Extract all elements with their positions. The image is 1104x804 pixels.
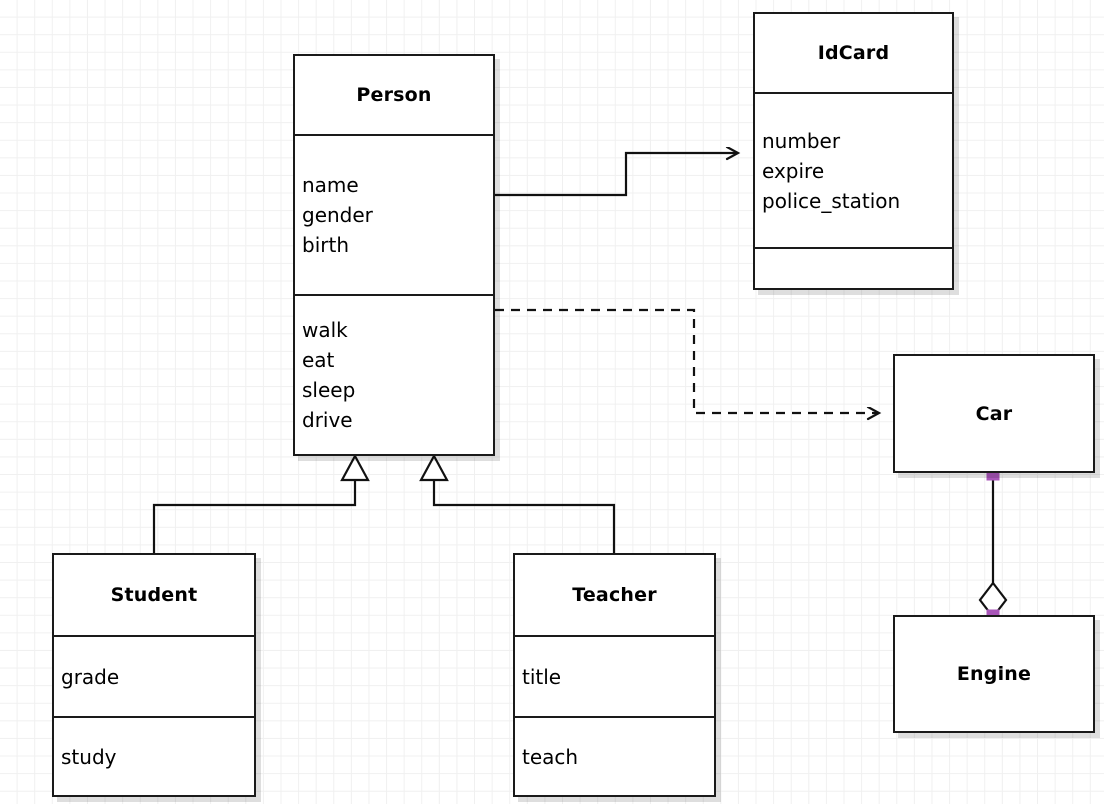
edge-student-person[interactable] bbox=[152, 453, 370, 553]
class-teacher-attributes: title bbox=[515, 635, 714, 716]
attribute-row: expire bbox=[762, 158, 825, 183]
operation-row: study bbox=[61, 744, 117, 769]
class-idcard-name: IdCard bbox=[817, 42, 890, 64]
operation-row: drive bbox=[302, 408, 353, 432]
operation-row: walk bbox=[302, 318, 348, 342]
class-engine[interactable]: Engine bbox=[893, 615, 1095, 733]
class-teacher-operations: teach bbox=[515, 716, 714, 795]
attribute-row: grade bbox=[61, 664, 120, 689]
class-teacher[interactable]: Teacher title teach bbox=[513, 553, 716, 797]
operation-row: teach bbox=[522, 744, 579, 769]
attribute-row: birth bbox=[302, 233, 349, 257]
class-idcard[interactable]: IdCard number expire police_station bbox=[753, 12, 954, 290]
attribute-row: gender bbox=[302, 203, 373, 227]
class-student-name: Student bbox=[110, 584, 198, 606]
class-car-name: Car bbox=[975, 402, 1013, 425]
edge-teacher-person[interactable] bbox=[419, 453, 616, 553]
class-teacher-name: Teacher bbox=[572, 584, 657, 606]
edge-person-idcard[interactable] bbox=[495, 153, 738, 197]
operation-row: eat bbox=[302, 348, 335, 372]
edge-car-engine[interactable] bbox=[978, 473, 1008, 619]
class-idcard-attributes: number expire police_station bbox=[755, 92, 952, 247]
edge-person-car[interactable] bbox=[495, 308, 879, 413]
class-student-attributes: grade bbox=[54, 635, 254, 716]
operation-row: sleep bbox=[302, 378, 356, 402]
class-idcard-operations bbox=[755, 247, 952, 288]
class-student-operations: study bbox=[54, 716, 254, 795]
attribute-row: title bbox=[522, 664, 562, 689]
class-car[interactable]: Car bbox=[893, 354, 1095, 473]
attribute-row: name bbox=[302, 173, 359, 197]
class-person-operations: walk eat sleep drive bbox=[295, 294, 493, 454]
class-engine-name: Engine bbox=[956, 663, 1032, 685]
class-person-name: Person bbox=[356, 84, 432, 106]
class-person[interactable]: Person name gender birth walk eat sleep … bbox=[293, 54, 495, 456]
attribute-row: number bbox=[762, 128, 841, 153]
class-person-attributes: name gender birth bbox=[295, 134, 493, 294]
class-student[interactable]: Student grade study bbox=[52, 553, 256, 797]
attribute-row: police_station bbox=[762, 188, 901, 213]
